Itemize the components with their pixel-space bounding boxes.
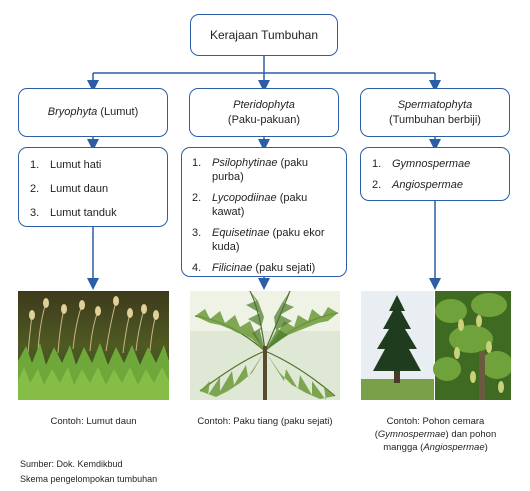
pteridophyta-common: (Paku-pakuan) (227, 113, 301, 126)
list-item: 2.Angiospermae (372, 179, 463, 191)
pteridophyta-box: Pteridophyta (Paku-pakuan) (189, 88, 339, 137)
list-item: 1.Psilophytinae (paku purba) (192, 157, 309, 183)
spermatophyta-caption-line1: Contoh: Pohon cemara (386, 416, 485, 427)
bryophyta-name: Bryophyta (47, 106, 98, 118)
bryophyta-caption: Contoh: Lumut daun (50, 416, 137, 427)
fern-photo (190, 291, 340, 400)
pteridophyta-list: 1.Psilophytinae (paku purba) 2.Lycopodii… (192, 156, 340, 275)
spermatophyta-box: Spermatophyta (Tumbuhan berbiji) (360, 88, 510, 137)
pteridophyta-caption: Contoh: Paku tiang (paku sejati) (197, 416, 333, 427)
list-item: 4.Filicinae (paku sejati) (192, 262, 316, 274)
spermatophyta-caption: Contoh: Pohon cemara (Gymnospermae) dan … (348, 415, 523, 454)
list-item: 1.Lumut hati (30, 159, 102, 171)
source-text: Sumber: Dok. Kemdikbud (20, 459, 123, 469)
spermatophyta-list-box: 1.Gymnospermae 2.Angiospermae (360, 147, 510, 201)
bryophyta-title: Bryophyta (Lumut) (48, 105, 139, 120)
spermatophyta-caption-line2: (Gymnospermae) dan pohon (374, 429, 497, 440)
root-label: Kerajaan Tumbuhan (209, 27, 319, 42)
root-box: Kerajaan Tumbuhan (190, 14, 338, 56)
pteridophyta-list-box: 1.Psilophytinae (paku purba) 2.Lycopodii… (181, 147, 347, 277)
tree-photos (361, 291, 511, 400)
bryophyta-suffix: (Lumut) (97, 106, 139, 118)
moss-photo (18, 291, 169, 400)
list-item: 1.Gymnospermae (372, 158, 471, 170)
bryophyta-box: Bryophyta (Lumut) (18, 88, 168, 137)
bryophyta-list-box: 1.Lumut hati 2.Lumut daun 3.Lumut tanduk (18, 147, 168, 227)
bryophyta-list: 1.Lumut hati 2.Lumut daun 3.Lumut tanduk (30, 158, 167, 221)
spermatophyta-common: (Tumbuhan berbiji) (389, 113, 481, 126)
spermatophyta-caption-line3: mangga (Angiospermae) (383, 442, 488, 453)
tree-image (361, 291, 511, 400)
conifer-shape (373, 295, 421, 371)
spermatophyta-name: Spermatophyta (397, 98, 473, 111)
spermatophyta-list: 1.Gymnospermae 2.Angiospermae (372, 157, 509, 193)
moss-image (18, 291, 169, 400)
list-item: 3.Lumut tanduk (30, 207, 117, 219)
list-item: 2.Lumut daun (30, 183, 109, 195)
pteridophyta-name: Pteridophyta (233, 98, 295, 111)
figure-caption: Skema pengelompokan tumbuhan (20, 474, 158, 484)
fern-image (190, 291, 340, 400)
list-item: 3.Equisetinae (paku ekor kuda) (192, 227, 325, 253)
list-item: 2.Lycopodiinae (paku kawat) (192, 192, 308, 218)
